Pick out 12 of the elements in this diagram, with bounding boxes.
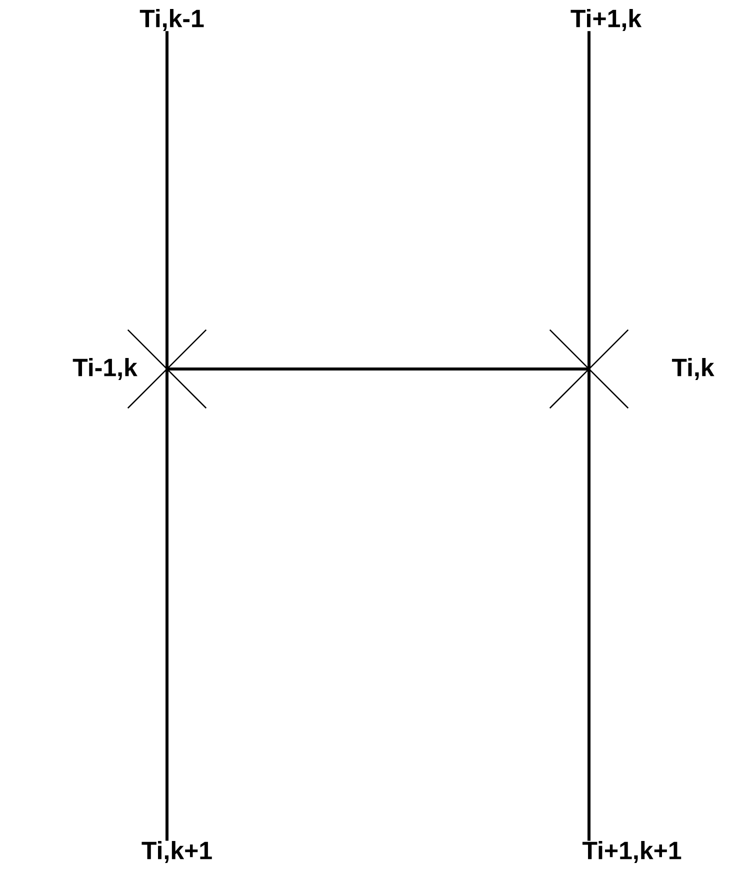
- line: [588, 369, 590, 841]
- line: [167, 368, 589, 370]
- cross-mark: [549, 329, 629, 409]
- line: [166, 369, 168, 841]
- node-label: Ti+1,k: [570, 9, 642, 31]
- node-label: Ti+1,k+1: [582, 841, 682, 863]
- node-label: Ti-1,k: [72, 358, 138, 380]
- line: [588, 31, 590, 369]
- node-label: Ti,k+1: [142, 841, 212, 863]
- node-label: Ti,k-1: [140, 9, 204, 31]
- node-label: Ti,k: [672, 358, 714, 380]
- line: [166, 31, 168, 369]
